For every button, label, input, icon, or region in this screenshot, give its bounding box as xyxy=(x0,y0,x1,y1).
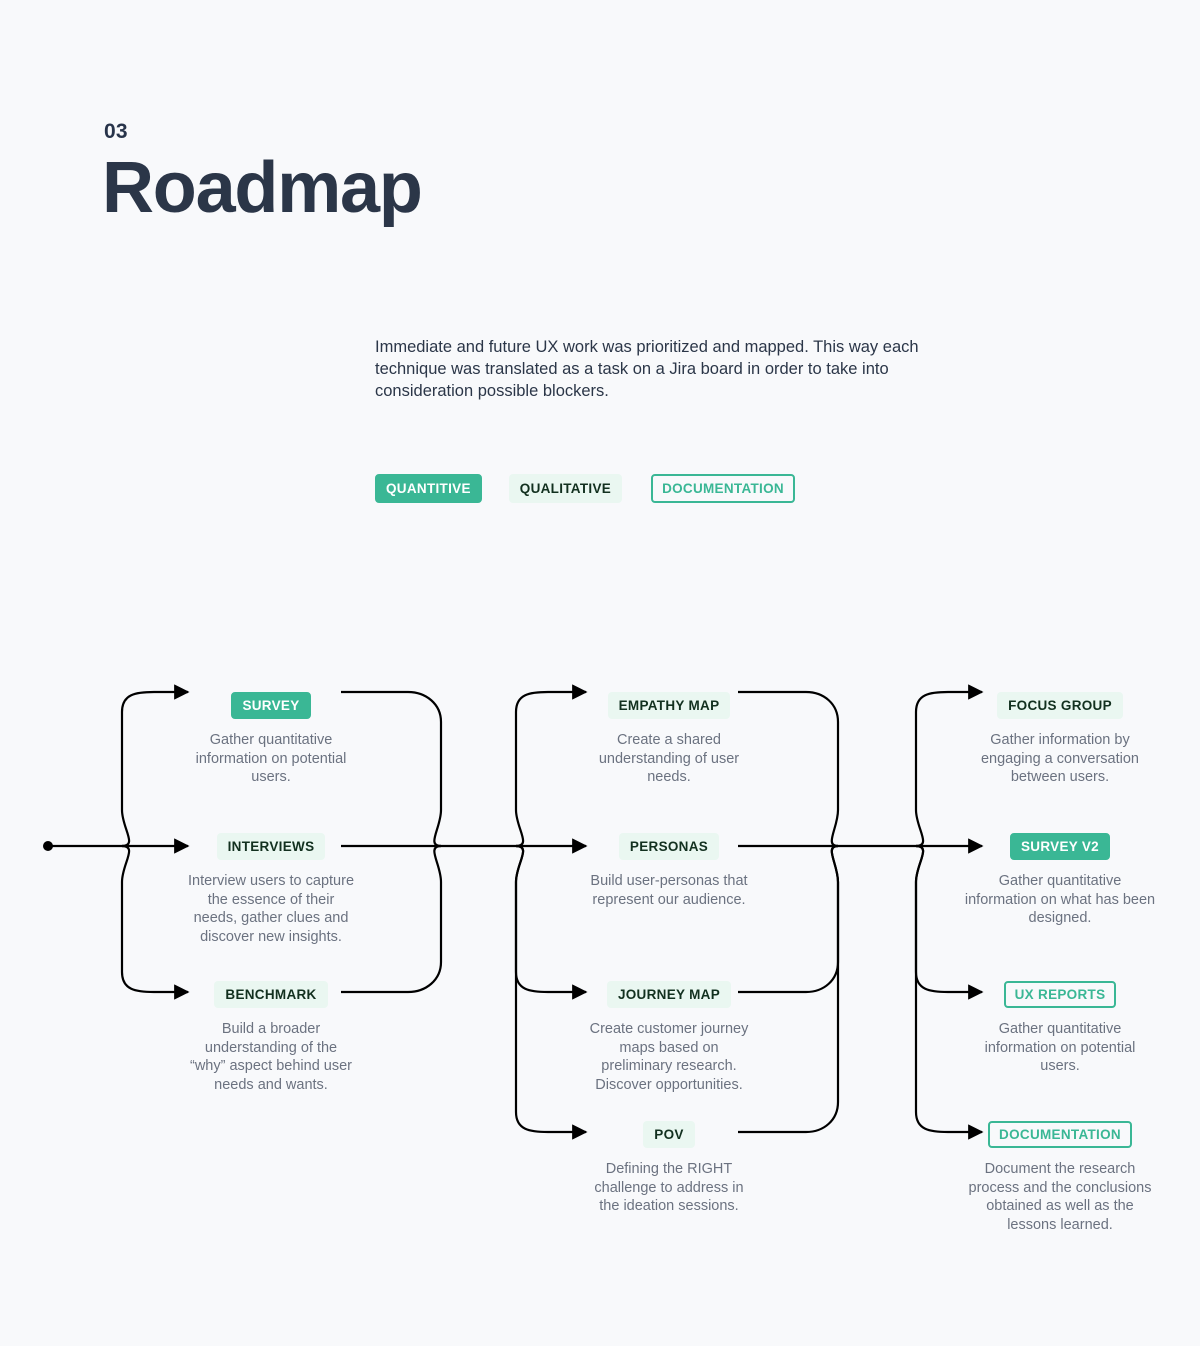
node-description: Gather quantitative information on poten… xyxy=(195,732,347,785)
connector-row-a-to-j3 xyxy=(738,690,840,848)
legend-item-quantitive[interactable]: QUANTITIVE xyxy=(375,474,482,503)
connector-j3-row-a xyxy=(914,684,984,848)
node-description: Gather quantitative information on poten… xyxy=(984,1021,1136,1074)
node-description: Gather quantitative information on what … xyxy=(964,873,1156,926)
node-badge[interactable]: JOURNEY MAP xyxy=(606,981,732,1008)
connector-j2-row-c xyxy=(514,844,588,1000)
node-documentation[interactable]: DOCUMENTATION Document the research proc… xyxy=(964,1121,1156,1234)
node-description: Interview users to capture the essence o… xyxy=(187,873,355,945)
connector-row-a-to-j2 xyxy=(341,690,443,848)
node-pov[interactable]: POV Defining the RIGHT challenge to addr… xyxy=(584,1121,754,1216)
node-survey[interactable]: SURVEY Gather quantitative information o… xyxy=(186,692,356,787)
node-badge[interactable]: DOCUMENTATION xyxy=(988,1121,1132,1148)
node-badge[interactable]: EMPATHY MAP xyxy=(607,692,731,719)
legend-item-qualitative[interactable]: QUALITATIVE xyxy=(508,474,623,503)
connector-j2-row-a xyxy=(514,684,588,848)
roadmap-flow-diagram: SURVEY Gather quantitative information o… xyxy=(0,660,1200,1300)
connector-j3-row-d xyxy=(914,844,984,1140)
connector-j1-row-a xyxy=(120,684,190,848)
connector-row-d-to-j3 xyxy=(738,844,840,1134)
node-badge[interactable]: SURVEY xyxy=(231,692,311,719)
node-description: Create customer journey maps based on pr… xyxy=(589,1021,749,1093)
node-description: Build user-personas that represent our a… xyxy=(590,873,748,908)
node-description: Build a broader understanding of the “wh… xyxy=(190,1021,352,1093)
node-badge[interactable]: UX REPORTS xyxy=(1003,981,1117,1008)
flow-connectors xyxy=(43,684,984,1140)
node-survey-v2[interactable]: SURVEY V2 Gather quantitative informatio… xyxy=(964,833,1156,928)
node-interviews[interactable]: INTERVIEWS Interview users to capture th… xyxy=(186,833,356,946)
node-focus-group[interactable]: FOCUS GROUP Gather information by engagi… xyxy=(964,692,1156,787)
node-badge[interactable]: SURVEY V2 xyxy=(1010,833,1110,860)
node-description: Document the research process and the co… xyxy=(968,1161,1152,1233)
node-empathy-map[interactable]: EMPATHY MAP Create a shared understandin… xyxy=(584,692,754,787)
node-ux-reports[interactable]: UX REPORTS Gather quantitative informati… xyxy=(964,981,1156,1076)
node-badge[interactable]: POV xyxy=(643,1121,695,1148)
node-journey-map[interactable]: JOURNEY MAP Create customer journey maps… xyxy=(584,981,754,1094)
connector-row-c-to-j2 xyxy=(341,844,443,994)
intro-paragraph: Immediate and future UX work was priorit… xyxy=(375,338,919,400)
legend: QUANTITIVE QUALITATIVE DOCUMENTATION xyxy=(375,474,795,503)
node-badge[interactable]: INTERVIEWS xyxy=(216,833,326,860)
node-benchmark[interactable]: BENCHMARK Build a broader understanding … xyxy=(186,981,356,1094)
node-description: Gather information by engaging a convers… xyxy=(980,732,1139,785)
node-badge[interactable]: FOCUS GROUP xyxy=(997,692,1123,719)
node-personas[interactable]: PERSONAS Build user-personas that repres… xyxy=(584,833,754,909)
legend-item-documentation[interactable]: DOCUMENTATION xyxy=(651,474,795,503)
node-badge[interactable]: BENCHMARK xyxy=(214,981,328,1008)
node-description: Create a shared understanding of user ne… xyxy=(598,732,740,785)
section-number: 03 xyxy=(104,120,128,143)
node-description: Defining the RIGHT challenge to address … xyxy=(594,1161,744,1214)
connector-j1-row-c xyxy=(120,844,190,1000)
connector-j2-row-d xyxy=(514,844,588,1140)
node-badge[interactable]: PERSONAS xyxy=(618,833,720,860)
page-title: Roadmap xyxy=(102,148,423,228)
